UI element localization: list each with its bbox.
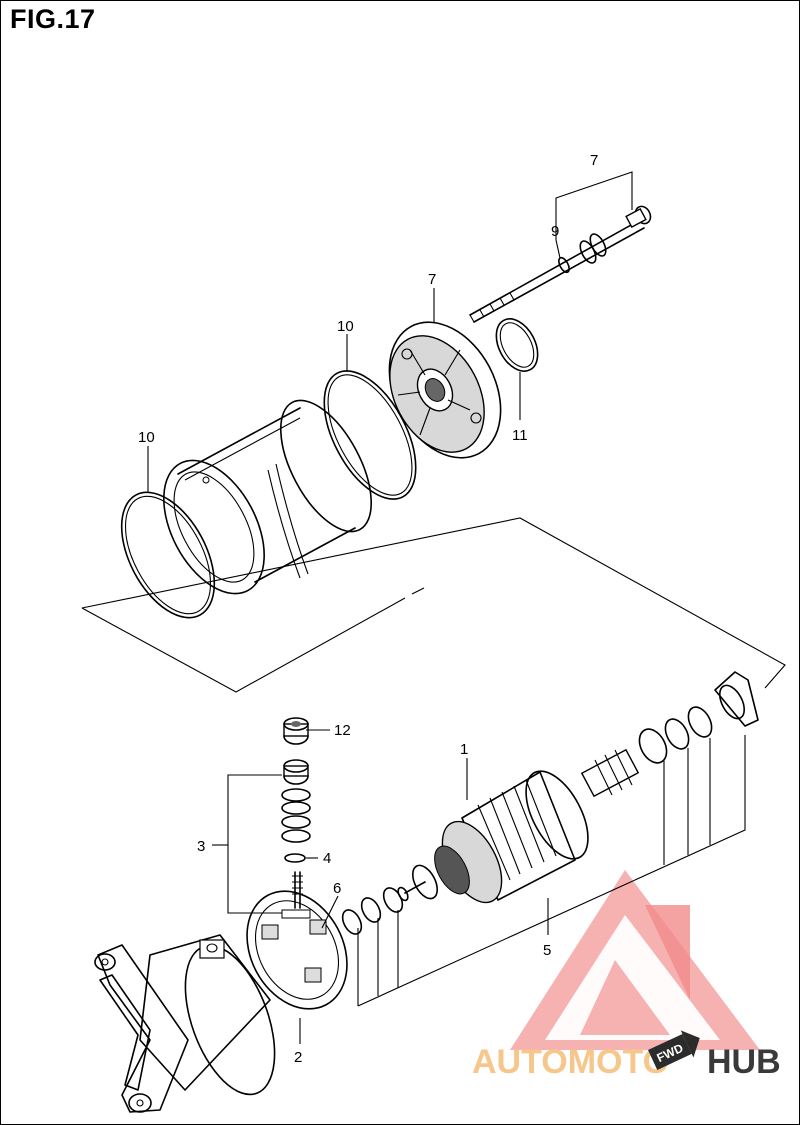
rear-housing-2 xyxy=(139,934,276,1096)
callout-10-left: 10 xyxy=(138,429,155,446)
end-cover-7 xyxy=(388,321,502,459)
washer-a xyxy=(382,887,404,913)
mounting-bracket xyxy=(94,944,189,1113)
callout-1: 1 xyxy=(460,741,468,758)
motor-yoke xyxy=(163,399,373,595)
leader-3-bracket xyxy=(227,774,282,914)
watermark-brand-part1: AUTOMOTO xyxy=(472,1043,669,1081)
callout-2: 2 xyxy=(294,1049,302,1066)
callout-11: 11 xyxy=(512,427,528,444)
through-bolt-8 xyxy=(469,205,652,323)
callout-3: 3 xyxy=(197,838,205,855)
watermark-brand-part2: HUB xyxy=(707,1043,781,1081)
washer-c xyxy=(341,909,363,935)
watermark-logo xyxy=(510,870,760,1050)
leader-9 xyxy=(555,239,561,259)
figure-title: FIG.17 xyxy=(10,4,96,34)
assembly-outline-lower xyxy=(357,735,746,1007)
callout-4: 4 xyxy=(323,850,331,867)
washer-d xyxy=(638,728,668,764)
leader-6 xyxy=(321,895,339,929)
o-ring-4 xyxy=(284,853,306,863)
watermark-text: AUTOMOTO FWD HUB xyxy=(472,1030,781,1081)
fwd-badge-icon: FWD xyxy=(648,1030,700,1070)
nut-12 xyxy=(283,717,309,745)
washer-f xyxy=(687,706,713,738)
armature-1 xyxy=(397,748,640,904)
callout-5: 5 xyxy=(543,942,551,959)
callout-12: 12 xyxy=(334,722,351,739)
callout-6: 6 xyxy=(333,880,341,897)
callout-7: 7 xyxy=(428,271,436,288)
brush-holder-6 xyxy=(246,871,348,1010)
washer-b xyxy=(360,897,382,923)
terminal-kit-3 xyxy=(281,759,311,843)
callout-10-right: 10 xyxy=(337,318,354,335)
o-ring-10-left xyxy=(120,491,216,619)
lock-plate xyxy=(714,671,759,727)
callout-8: 7 xyxy=(590,152,598,169)
assembly-outline-bottom xyxy=(81,597,406,693)
assembly-outline-top xyxy=(81,517,786,689)
washer-e xyxy=(664,718,690,750)
callout-9: 9 xyxy=(551,223,559,240)
leader-8 xyxy=(555,171,633,240)
o-ring-11 xyxy=(495,318,539,372)
